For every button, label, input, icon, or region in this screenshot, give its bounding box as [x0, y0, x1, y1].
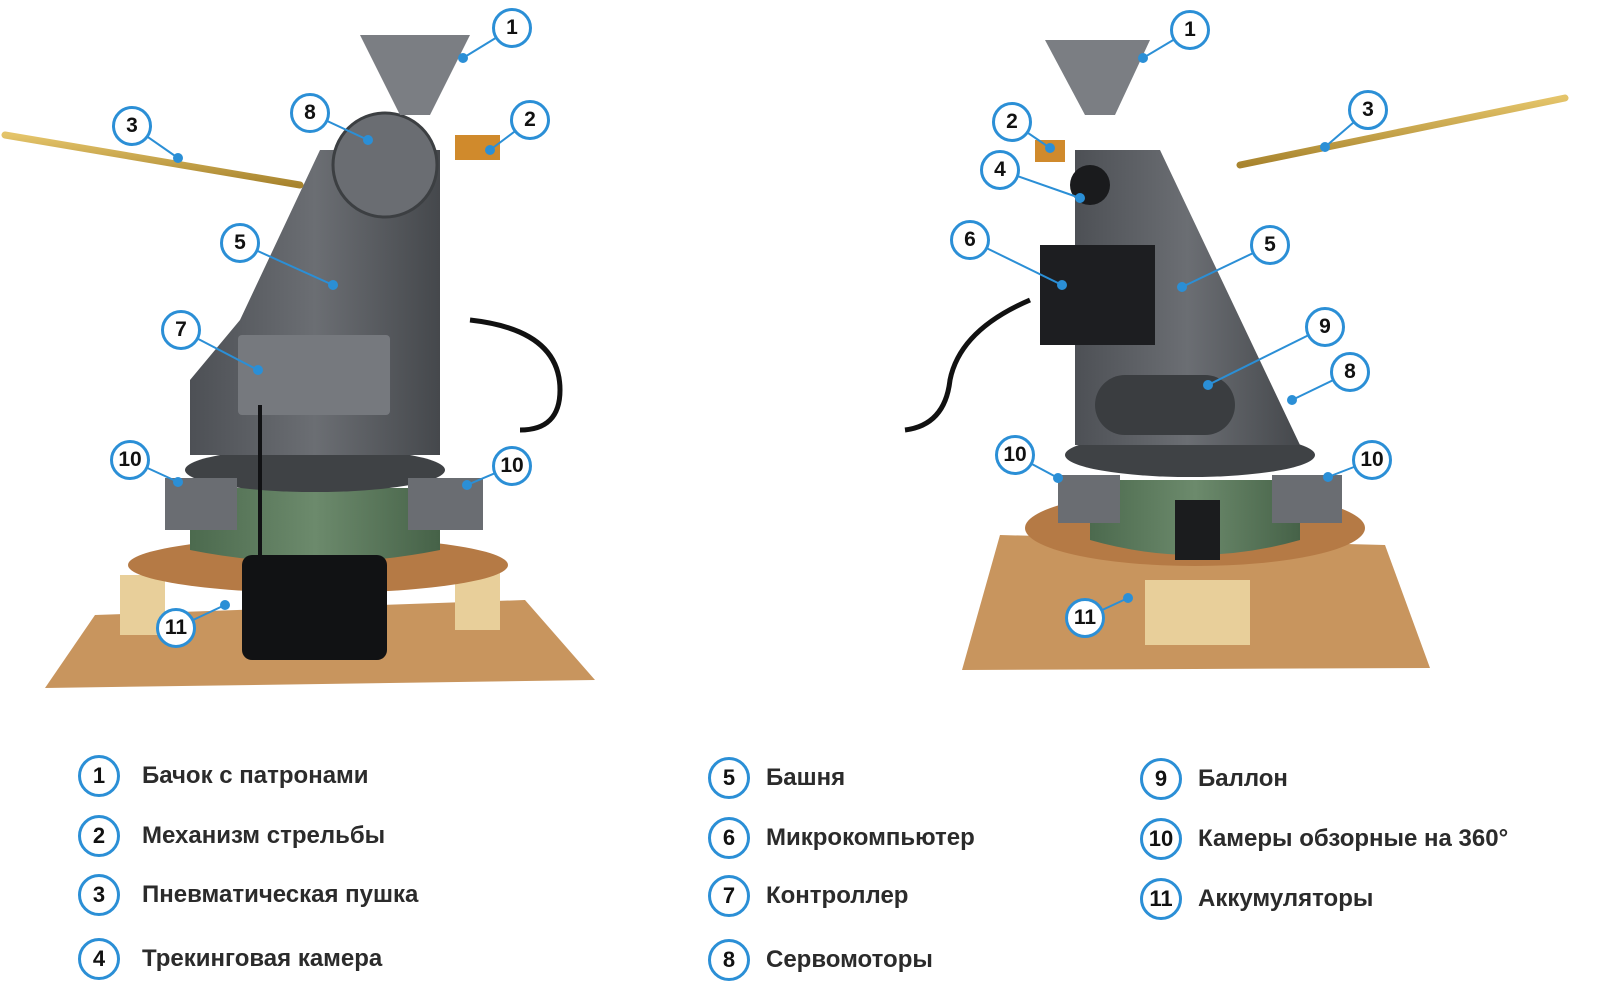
left-battery-box: [242, 555, 387, 660]
legend-label: Трекинговая камера: [142, 945, 383, 972]
legend-label: Бачок с патронами: [142, 762, 369, 789]
legend-item: 2 Механизм стрельбы: [78, 815, 385, 857]
left-servo-disc: [331, 111, 439, 219]
legend-label: Башня: [766, 764, 846, 791]
legend-item: 10 Камеры обзорные на 360°: [1140, 818, 1508, 860]
callout-3: 3: [1348, 90, 1388, 130]
legend-number: 2: [78, 815, 120, 857]
callout-5: 5: [1250, 225, 1290, 265]
callout-1: 1: [1170, 10, 1210, 50]
legend-item: 11 Аккумуляторы: [1140, 878, 1373, 920]
left-barrel: [1, 131, 304, 189]
callout-2: 2: [992, 102, 1032, 142]
legend-number: 8: [708, 939, 750, 981]
legend-item: 8 Сервомоторы: [708, 939, 933, 981]
legend-label: Камеры обзорные на 360°: [1198, 825, 1509, 852]
left-green-ring: [190, 488, 440, 563]
legend-item: 3 Пневматическая пушка: [78, 874, 418, 916]
callout-1: 1: [492, 8, 532, 48]
callout-8: 8: [1330, 352, 1370, 392]
legend-label: Аккумуляторы: [1198, 885, 1374, 912]
legend-number: 5: [708, 757, 750, 799]
left-hopper: [360, 35, 470, 115]
legend-label: Микрокомпьютер: [766, 824, 975, 851]
right-tower: [1075, 150, 1300, 445]
legend-item: 9 Баллон: [1140, 758, 1288, 800]
callout-9: 9: [1305, 307, 1345, 347]
callout-4: 4: [980, 150, 1020, 190]
legend-label: Сервомоторы: [766, 946, 933, 973]
callout-5: 5: [220, 223, 260, 263]
callout-10: 10: [110, 440, 150, 480]
right-control-panel: [1175, 500, 1220, 560]
legend-number: 6: [708, 817, 750, 859]
legend-label: Контроллер: [766, 882, 909, 909]
legend-label: Баллон: [1198, 765, 1288, 792]
legend-item: 1 Бачок с патронами: [78, 755, 369, 797]
right-cylinder: [1095, 375, 1235, 435]
callout-7: 7: [161, 310, 201, 350]
left-controller-box: [238, 335, 390, 415]
right-camera-box: [1058, 475, 1120, 523]
legend-number: 7: [708, 875, 750, 917]
right-camera-box: [1272, 475, 1342, 523]
legend-label: Механизм стрельбы: [142, 822, 386, 849]
callout-8: 8: [290, 93, 330, 133]
left-turret: [1, 35, 595, 688]
left-turntable: [185, 448, 445, 492]
legend-label: Пневматическая пушка: [142, 881, 419, 908]
callout-10: 10: [1352, 440, 1392, 480]
right-turret: [904, 40, 1569, 670]
legend-number: 9: [1140, 758, 1182, 800]
right-hopper: [1045, 40, 1150, 115]
legend-item: 6 Микрокомпьютер: [708, 817, 975, 859]
legend-item: 4 Трекинговая камера: [78, 938, 382, 980]
legend-number: 1: [78, 755, 120, 797]
turret-illustration: [1, 27, 1569, 688]
right-microcomputer: [1040, 245, 1155, 345]
callout-11: 11: [1065, 598, 1105, 638]
right-cable-coil: [904, 297, 1031, 433]
callout-11: 11: [156, 608, 196, 648]
callout-2: 2: [510, 100, 550, 140]
legend-number: 3: [78, 874, 120, 916]
callout-6: 6: [950, 220, 990, 260]
legend-item: 7 Контроллер: [708, 875, 908, 917]
right-barrel: [1236, 94, 1569, 169]
callout-3: 3: [112, 106, 152, 146]
legend-number: 11: [1140, 878, 1182, 920]
legend-number: 4: [78, 938, 120, 980]
callout-10: 10: [995, 435, 1035, 475]
right-wood-block: [1145, 580, 1250, 645]
legend-number: 10: [1140, 818, 1182, 860]
callout-10: 10: [492, 446, 532, 486]
legend-item: 5 Башня: [708, 757, 845, 799]
left-cable-coil: [469, 317, 563, 433]
